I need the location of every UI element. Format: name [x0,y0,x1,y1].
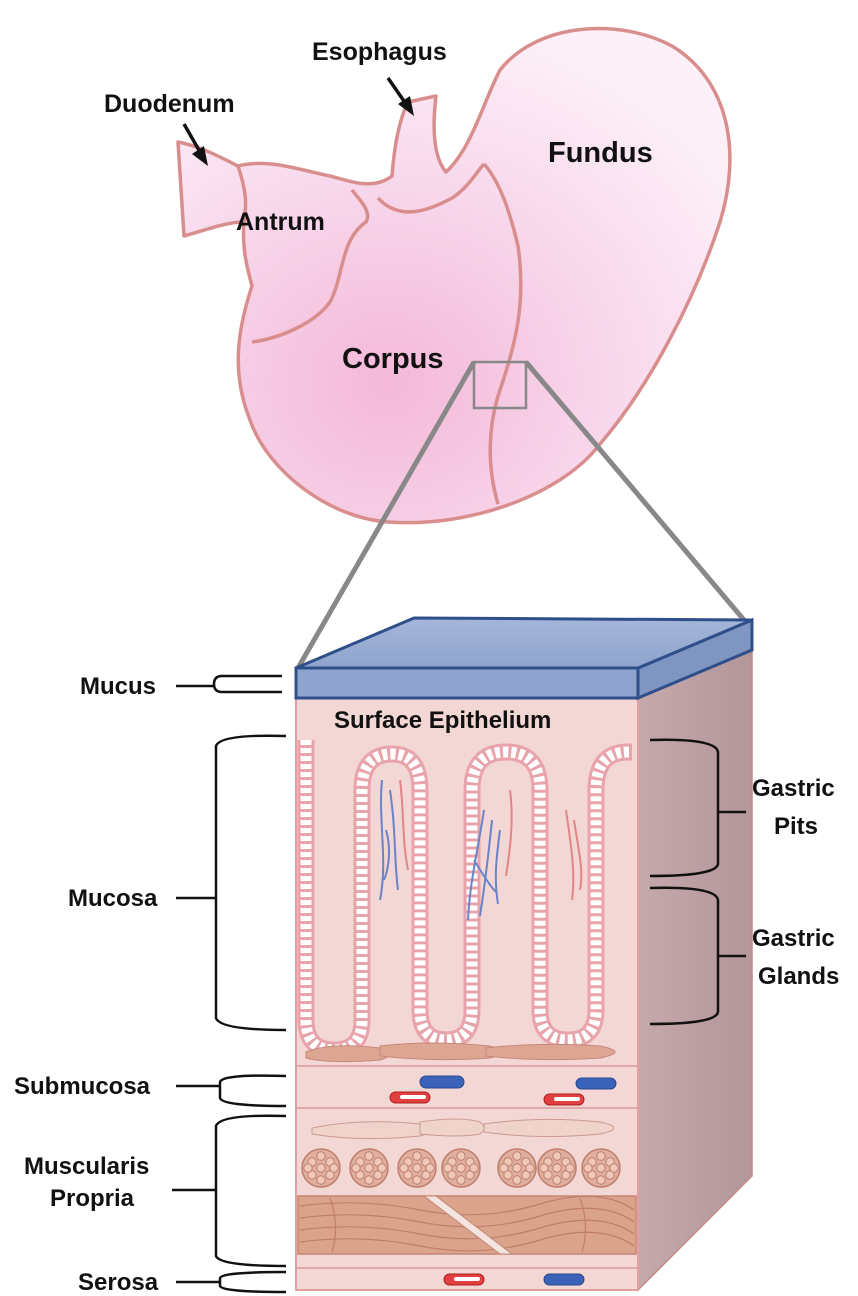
mucus-front [296,668,638,698]
muscularis-bracket [172,1116,286,1266]
mucus-bracket [176,676,282,692]
surface-epithelium-label: Surface Epithelium [334,707,551,734]
muscle-bundle [498,1149,536,1187]
muscle-bundle [538,1149,576,1187]
muscularis-label-line1: Muscularis [24,1153,149,1180]
stomach-body [178,29,730,523]
submucosa-bracket [176,1076,286,1106]
tissue-block: Surface Epithelium [296,618,752,1290]
esophagus-label: Esophagus [312,38,447,66]
stomach: Esophagus Duodenum Fundus Antrum Corpus [104,29,744,668]
mucus-label: Mucus [80,673,156,700]
gastric-glands-label-line2: Glands [758,963,839,990]
muscle-bundle [582,1149,620,1187]
mucosa-bracket [176,736,286,1030]
inner-muscle-band [298,1196,636,1254]
vein [544,1274,584,1285]
serosa-label: Serosa [78,1269,159,1296]
muscle-bundle [302,1149,340,1187]
mucosa-label: Mucosa [68,885,158,912]
esophagus-arrow [388,78,414,116]
muscularis-mucosae [306,1043,615,1062]
left-annotations [172,676,286,1292]
left-labels: Mucus Mucosa Submucosa Muscularis Propri… [14,673,159,1296]
muscle-bundle [398,1149,436,1187]
muscularis-label-line2: Propria [50,1185,135,1212]
muscle-bundle [442,1149,480,1187]
fundus-label: Fundus [548,137,653,169]
gastric-pits-label-line1: Gastric [752,775,835,802]
zoom-line-right [526,362,744,620]
submucosa-label: Submucosa [14,1073,151,1100]
right-labels: Gastric Pits Gastric Glands [752,775,839,990]
serosa-bracket [176,1272,286,1292]
longitudinal-muscle [312,1119,614,1139]
gastric-glands-label-line1: Gastric [752,925,835,952]
vein [576,1078,616,1089]
duodenum-label: Duodenum [104,90,235,118]
corpus-label: Corpus [342,343,444,375]
gastric-pits-label-line2: Pits [774,813,818,840]
antrum-label: Antrum [236,208,325,236]
muscle-bundle [350,1149,388,1187]
vein [420,1076,464,1088]
